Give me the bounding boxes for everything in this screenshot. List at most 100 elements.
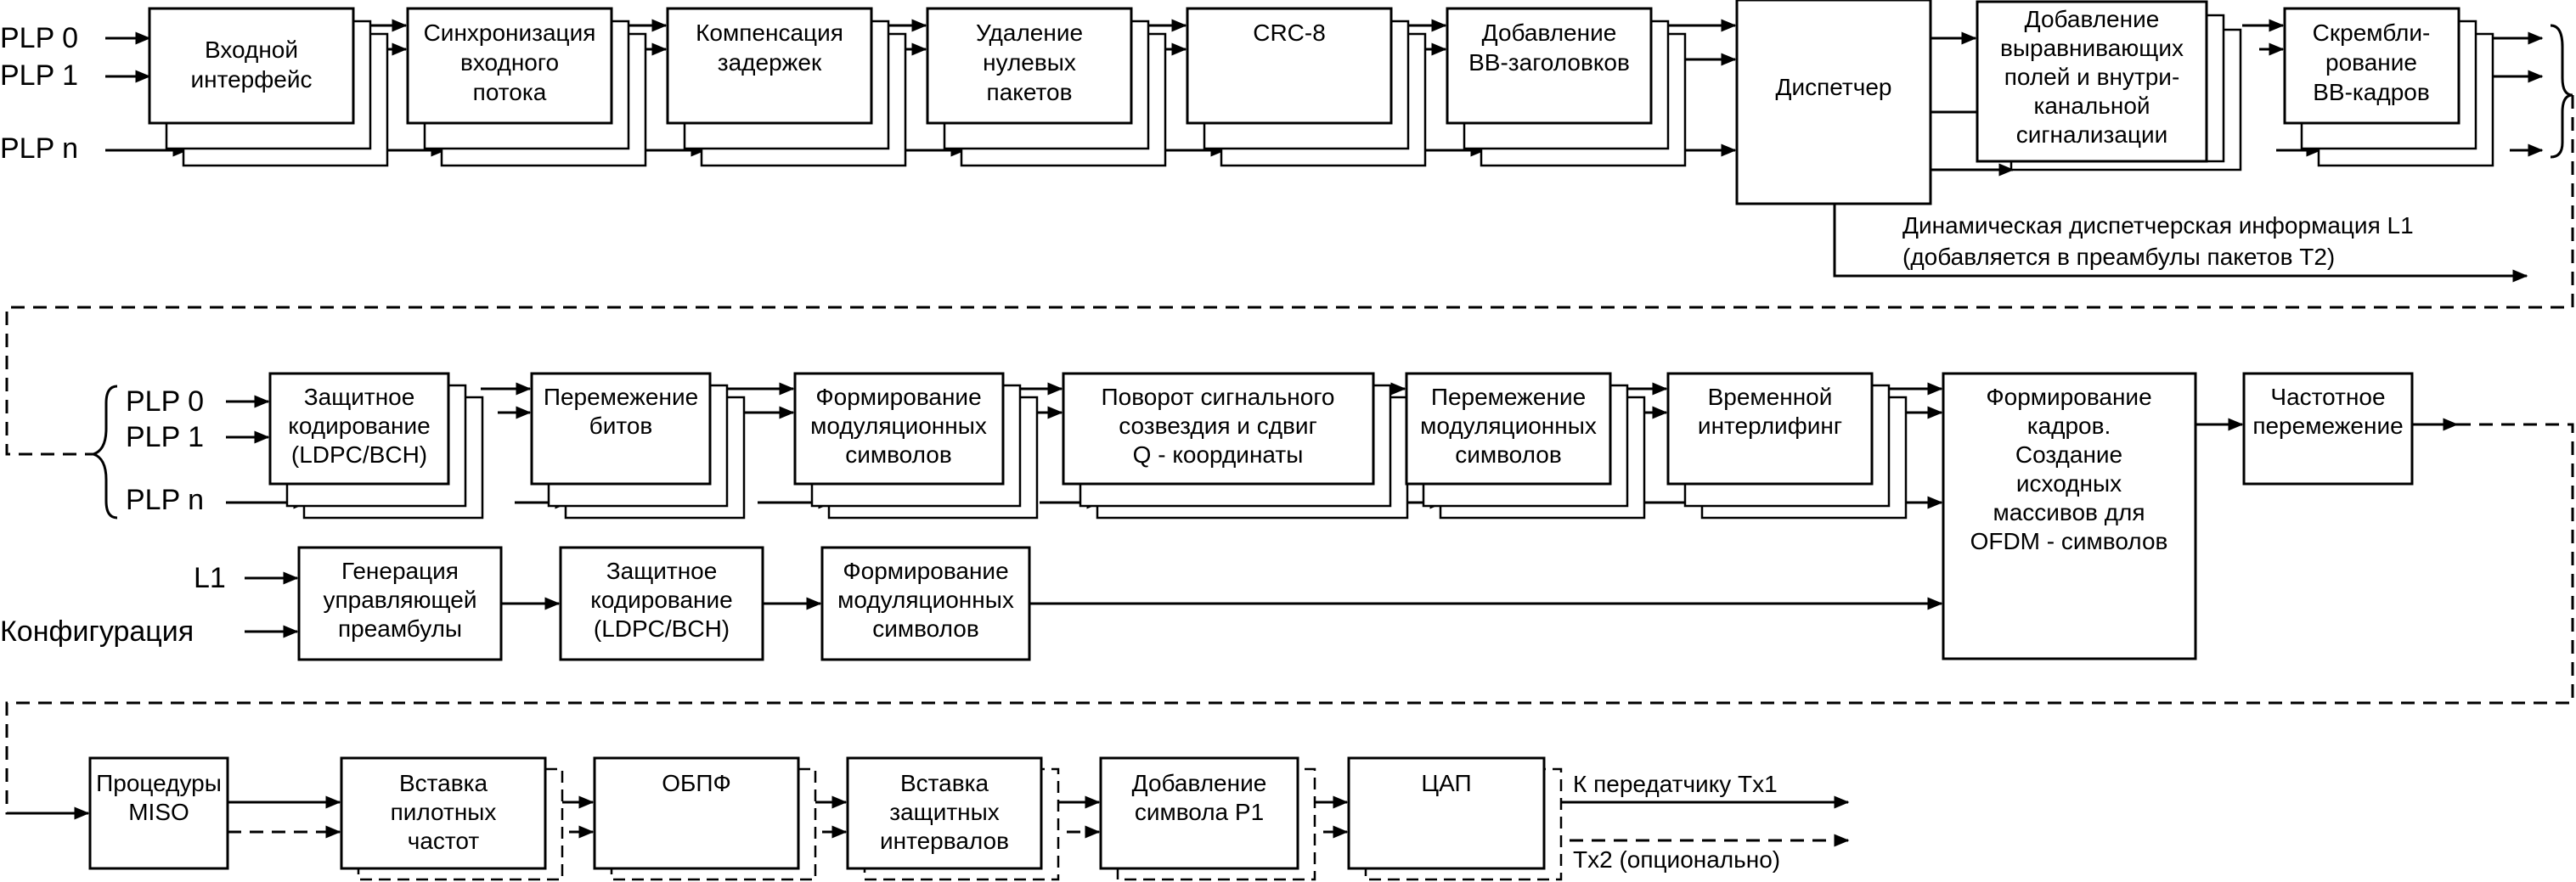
plpn-label: PLP n	[0, 132, 78, 165]
miso-label-1: Процедуры	[96, 770, 222, 796]
mapper-label-3: символов	[845, 441, 952, 468]
frame-builder-block: Формирование кадров. Создание исходных м…	[1942, 372, 2197, 660]
padding-label-4: канальной	[2033, 93, 2150, 119]
scrambler-label-1: Скрембли-	[2313, 20, 2431, 46]
l1-dynamic-info-note: Динамическая диспетчерская информация L1…	[1902, 212, 2414, 270]
bit-interleaver-label-2: битов	[589, 413, 653, 439]
row3-connectors	[245, 571, 1943, 638]
l1-mapper-label-1: Формирование	[843, 558, 1008, 584]
p1-insertion-block: Добавление символа P1	[1099, 756, 1316, 881]
frame-builder-label-6: OFDM - символов	[1970, 528, 2168, 554]
guard-label-1: Вставка	[900, 770, 989, 796]
frame-builder-label-5: массивов для	[1993, 499, 2145, 525]
row3-input-labels: L1 Конфигурация	[0, 562, 226, 648]
frame-builder-label-3: Создание	[2015, 441, 2122, 468]
mapper-label-2: модуляционных	[810, 413, 987, 439]
guard-label-2: защитных	[889, 799, 1000, 825]
bb-header-block: Добавление BB-заголовков	[1446, 7, 1687, 167]
cell-interleaver-label-3: символов	[1455, 441, 1562, 468]
fec-label-3: (LDPC/BCH)	[291, 441, 427, 468]
miso-block: Процедуры MISO	[88, 756, 229, 870]
input-sync-label-3: потока	[473, 79, 547, 105]
padding-label-1: Добавление	[2025, 6, 2160, 32]
l1-info-line-2: (добавляется в преамбулы пакетов T2)	[1902, 244, 2335, 270]
guard-label-3: интервалов	[880, 828, 1009, 854]
preamble-generation-block: Генерация управляющей преамбулы	[297, 546, 503, 661]
row2-plp1-label: PLP 1	[126, 421, 204, 453]
pilot-label-3: частот	[408, 828, 480, 854]
scrambler-label-3: BB-кадров	[2313, 79, 2429, 105]
dac-block: ЦАП	[1347, 756, 1563, 881]
mapper-label-1: Формирование	[815, 384, 981, 410]
time-interleaver-block: Временной интерлифинг	[1666, 372, 1908, 520]
l1-fec-label-3: (LDPC/BCH)	[594, 615, 730, 642]
crc8-label: CRC-8	[1253, 20, 1326, 46]
crc8-block: CRC-8	[1186, 7, 1427, 167]
l1-mapper-label-3: символов	[872, 615, 979, 642]
row4-blocks: Процедуры MISO Вставка пилотных частот О…	[88, 756, 1563, 881]
pilot-insertion-block: Вставка пилотных частот	[340, 756, 564, 881]
dispatcher-block: Диспетчер	[1735, 0, 1932, 205]
null-packet-deletion-block: Удаление нулевых пакетов	[926, 7, 1167, 167]
time-interleaver-label-2: интерлифинг	[1698, 413, 1842, 439]
rotation-label-1: Поворот сигнального	[1102, 384, 1335, 410]
preamble-label-1: Генерация	[341, 558, 459, 584]
freq-interleaver-label-2: перемежение	[2252, 413, 2403, 439]
plp1-label: PLP 1	[0, 59, 78, 92]
frequency-interleaver-block: Частотное перемежение	[2242, 372, 2414, 486]
row1-input-labels: PLP 0 PLP 1 PLP n	[0, 22, 78, 165]
fec-block: Защитное кодирование (LDPC/BCH)	[268, 372, 484, 520]
preamble-label-3: преамбулы	[338, 615, 462, 642]
bit-interleaver-label-1: Перемежение	[544, 384, 698, 410]
guard-interval-block: Вставка защитных интервалов	[846, 756, 1060, 881]
bit-interleaver-block: Перемежение битов	[530, 372, 746, 520]
rotation-label-2: созвездия и сдвиг	[1119, 413, 1317, 439]
tx2-label: Tx2 (опционально)	[1573, 846, 1780, 873]
l1-mapper-label-2: модуляционных	[837, 587, 1014, 613]
l1-fec-label-2: кодирование	[590, 587, 732, 613]
row2-plpn-label: PLP n	[126, 484, 204, 516]
null-packet-label-1: Удаление	[976, 20, 1083, 46]
row1-blocks: Входной интерфейс Синхронизация входного…	[148, 0, 2494, 205]
time-interleaver-label-1: Временной	[1708, 384, 1833, 410]
mapper-block: Формирование модуляционных символов	[793, 372, 1039, 520]
l1-fec-block: Защитное кодирование (LDPC/BCH)	[559, 546, 764, 661]
tx1-label: К передатчику Tx1	[1573, 771, 1778, 797]
pilot-label-2: пилотных	[391, 799, 497, 825]
ifft-label: ОБПФ	[662, 770, 731, 796]
cell-interleaver-label-1: Перемежение	[1431, 384, 1586, 410]
rotation-label-3: Q - координаты	[1133, 441, 1304, 468]
pilot-label-1: Вставка	[399, 770, 488, 796]
frame-builder-label-4: исходных	[2016, 470, 2122, 497]
bb-scrambler-block: Скрембли- рование BB-кадров	[2283, 7, 2494, 167]
ifft-block: ОБПФ	[593, 756, 817, 881]
row2-plp0-label: PLP 0	[126, 385, 204, 418]
row2-blocks: Защитное кодирование (LDPC/BCH) Перемеже…	[268, 372, 2414, 660]
input-sync-label-1: Синхронизация	[424, 20, 596, 46]
plp0-label: PLP 0	[0, 22, 78, 54]
fec-label-1: Защитное	[304, 384, 415, 410]
l1-label: L1	[194, 562, 226, 594]
input-sync-block: Синхронизация входного потока	[406, 7, 647, 167]
bb-header-label-1: Добавление	[1482, 20, 1617, 46]
preamble-label-2: управляющей	[324, 587, 477, 613]
config-label: Конфигурация	[0, 615, 194, 648]
row2-input-labels: PLP 0 PLP 1 PLP n	[89, 385, 204, 520]
link-row2-row4	[5, 423, 2574, 815]
l1-mapper-block: Формирование модуляционных символов	[820, 546, 1031, 661]
output-labels: К передатчику Tx1 Tx2 (опционально)	[1573, 771, 1780, 873]
cell-interleaver-block: Перемежение модуляционных символов	[1405, 372, 1646, 520]
padding-label-3: полей и внутри-	[2004, 64, 2180, 90]
dispatcher-label: Диспетчер	[1776, 74, 1892, 100]
frame-builder-label-1: Формирование	[1986, 384, 2151, 410]
miso-label-2: MISO	[128, 799, 189, 825]
input-interface-label-1: Входной	[205, 37, 298, 63]
row3-blocks: Генерация управляющей преамбулы Защитное…	[297, 546, 1031, 661]
input-interface-block: Входной интерфейс	[148, 7, 389, 167]
freq-interleaver-label-1: Частотное	[2270, 384, 2385, 410]
p1-label-1: Добавление	[1132, 770, 1267, 796]
link-row1-row2	[5, 95, 2574, 456]
delay-compensation-label-1: Компенсация	[696, 20, 843, 46]
padding-label-5: сигнализации	[2016, 121, 2168, 148]
cell-interleaver-label-2: модуляционных	[1420, 413, 1597, 439]
